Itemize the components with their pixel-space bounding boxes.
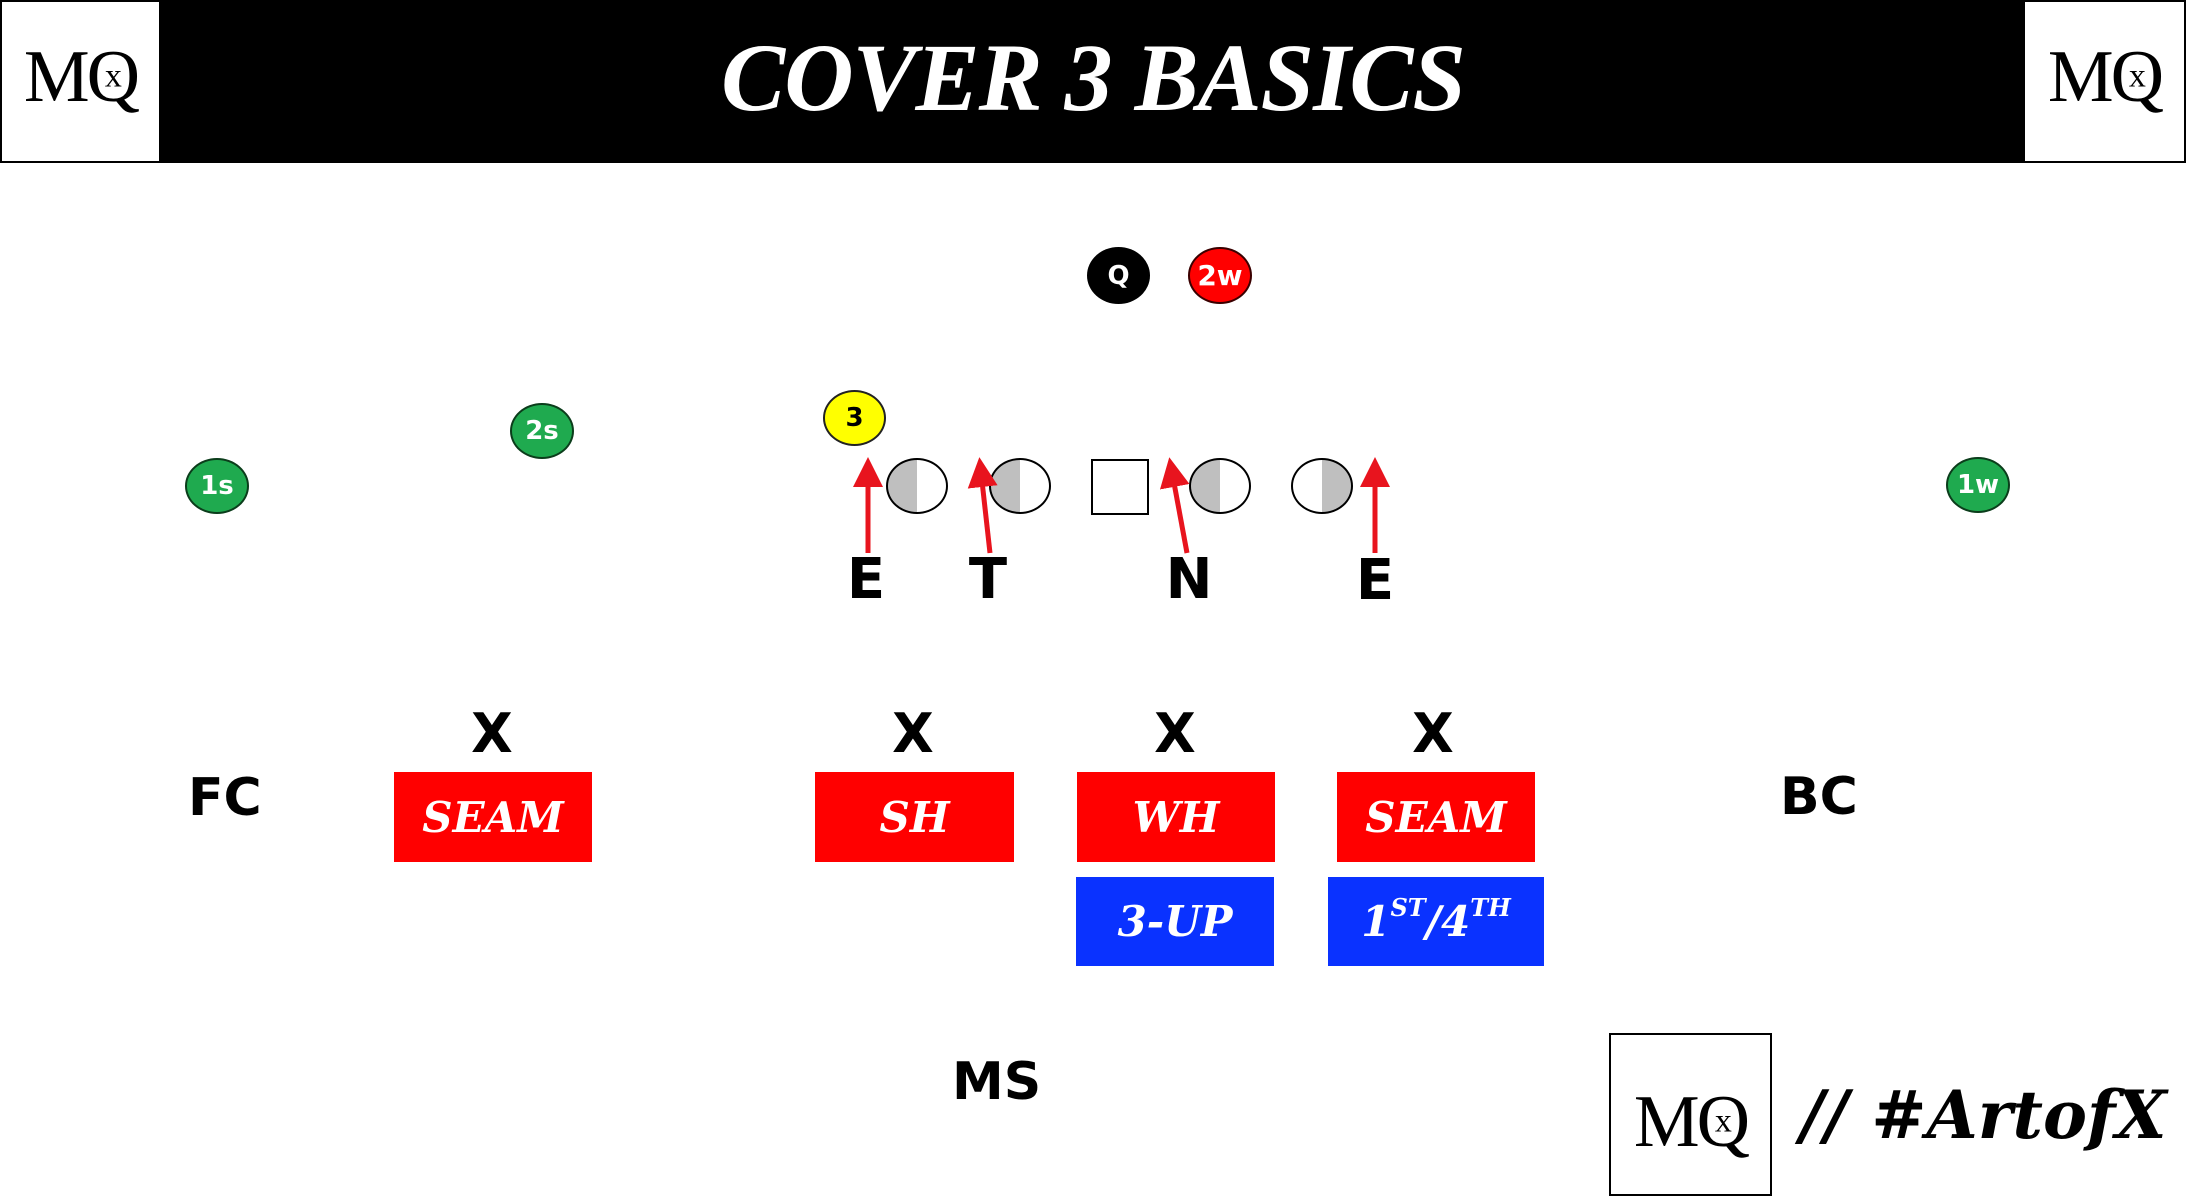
player-3: 3 — [823, 390, 886, 446]
defender-end-left: E — [846, 547, 886, 612]
zone-label: SEAM — [1365, 792, 1507, 842]
defender-x-2: X — [892, 702, 934, 765]
zone-label: SH — [879, 792, 950, 842]
zone-weak-hook: WH — [1077, 772, 1275, 862]
zone-3-up: 3-UP — [1076, 877, 1274, 966]
header-bar — [0, 0, 2186, 163]
logo-m: M — [23, 36, 90, 118]
offensive-center-square — [1091, 459, 1149, 515]
defender-middle-safety: MS — [952, 1052, 1042, 1112]
logo-q-letter: Q — [1696, 1081, 1750, 1163]
zone-seam-weak: SEAM — [1337, 772, 1535, 862]
zone-label-sup: TH — [1470, 893, 1511, 922]
player-label: 1s — [200, 471, 234, 501]
zone-label-part: /4 — [1425, 897, 1471, 946]
zone-1st-4th: 1ST/4TH — [1328, 877, 1544, 966]
zone-label: WH — [1132, 792, 1220, 842]
zone-label: 1ST/4TH — [1361, 893, 1511, 946]
offensive-lineman-right-guard — [1189, 458, 1251, 514]
defender-field-corner: FC — [188, 768, 262, 828]
offensive-lineman-left-guard — [989, 458, 1051, 514]
zone-label-part: 1 — [1361, 897, 1391, 946]
defender-x-3: X — [1154, 702, 1196, 765]
player-quarterback: Q — [1087, 247, 1150, 304]
rush-arrow-nose — [1159, 457, 1190, 554]
logo-q-letter: Q — [2110, 36, 2164, 118]
zone-label: SEAM — [422, 792, 564, 842]
page-title: COVER 3 BASICS — [721, 24, 1466, 131]
player-1s: 1s — [185, 458, 249, 514]
logo-x: x — [2128, 57, 2146, 95]
defender-end-right: E — [1355, 548, 1395, 613]
player-label: 2w — [1197, 259, 1243, 292]
player-2w: 2w — [1188, 247, 1252, 304]
defender-nose: N — [1165, 547, 1213, 612]
defender-boundary-corner: BC — [1780, 767, 1858, 827]
player-2s: 2s — [510, 403, 574, 459]
offensive-lineman-right-tackle — [1291, 458, 1353, 514]
defender-x-1: X — [471, 702, 513, 765]
player-label: 3 — [845, 403, 864, 433]
rush-arrow-tackle — [967, 457, 998, 554]
defender-tackle: T — [968, 547, 1008, 612]
player-label: 1w — [1956, 470, 2000, 500]
logo-q-letter: Q — [86, 36, 140, 118]
player-label: 2s — [525, 416, 559, 446]
logo-x: x — [1714, 1102, 1732, 1140]
zone-label-sup: ST — [1390, 893, 1426, 922]
player-1w: 1w — [1946, 457, 2010, 513]
logo-m: M — [1633, 1081, 1700, 1163]
hashtag-artofx: // #ArtofX — [1800, 1076, 2167, 1154]
offensive-lineman-left-tackle — [886, 458, 948, 514]
logo-m: M — [2047, 36, 2114, 118]
zone-strong-hook: SH — [815, 772, 1014, 862]
player-label: Q — [1107, 260, 1130, 291]
logo-x: x — [104, 57, 122, 95]
zone-seam-strong: SEAM — [394, 772, 592, 862]
zone-label: 3-UP — [1117, 897, 1233, 946]
defender-x-4: X — [1412, 702, 1454, 765]
